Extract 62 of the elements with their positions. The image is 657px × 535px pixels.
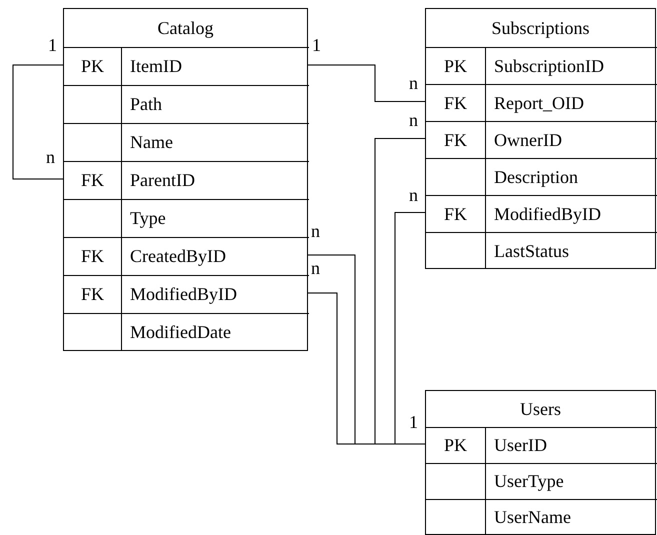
relationship-line [394, 212, 426, 444]
table-row [426, 47, 657, 84]
cardinality-label: 1 [312, 36, 321, 54]
field-name: ParentID [130, 169, 195, 192]
cardinality-label: 1 [409, 413, 418, 431]
field-name: ModifiedByID [130, 283, 237, 306]
table-row [64, 123, 309, 161]
field-name: Path [130, 93, 162, 116]
field-name: Name [130, 131, 173, 154]
table-row [426, 84, 657, 121]
table-row [426, 195, 657, 232]
field-name: Description [494, 166, 578, 189]
cardinality-label: 1 [48, 36, 57, 54]
cardinality-label: n [409, 74, 418, 92]
cardinality-label: n [311, 259, 320, 277]
key-label: PK [444, 434, 467, 457]
field-name: ModifiedDate [130, 321, 231, 344]
entity-table [63, 8, 308, 351]
table-row [64, 161, 309, 199]
key-label: FK [80, 169, 104, 192]
table-row [64, 313, 309, 351]
key-label: FK [80, 245, 104, 268]
cardinality-label: n [46, 148, 55, 166]
field-name: Report_OID [494, 92, 584, 115]
field-name: UserName [494, 506, 571, 529]
cardinality-label: n [409, 186, 418, 204]
field-name: CreatedByID [130, 245, 226, 268]
relationship-line [374, 138, 426, 444]
table-row [64, 199, 309, 237]
key-label: FK [80, 283, 104, 306]
relationship-line [308, 64, 426, 102]
key-label: PK [80, 55, 104, 78]
key-label: FK [444, 92, 467, 114]
field-name: UserID [494, 434, 547, 457]
table-title: Users [520, 398, 561, 420]
field-name: ModifiedByID [494, 202, 601, 226]
field-name: UserType [494, 470, 564, 493]
table-row [426, 232, 657, 269]
key-label: PK [444, 54, 467, 78]
field-name: LastStatus [494, 240, 569, 262]
entity-table [425, 390, 656, 535]
field-name: Type [130, 207, 166, 230]
table-row [426, 499, 657, 535]
table-row [426, 121, 657, 158]
table-title: Catalog [158, 16, 214, 40]
cardinality-label: n [311, 222, 320, 240]
table-row [64, 237, 309, 275]
field-name: SubscriptionID [494, 54, 604, 78]
field-name: OwnerID [494, 128, 562, 152]
entity-table [425, 8, 656, 269]
cardinality-label: n [409, 111, 418, 129]
table-row [426, 463, 657, 499]
table-row [426, 158, 657, 195]
table-title: Subscriptions [491, 16, 590, 40]
key-label: FK [444, 202, 467, 226]
field-name: ItemID [130, 55, 182, 78]
table-row [64, 85, 309, 123]
table-row [426, 427, 657, 463]
relationship-line [12, 64, 64, 180]
table-row [64, 47, 309, 85]
table-row [64, 275, 309, 313]
key-label: FK [444, 128, 467, 152]
